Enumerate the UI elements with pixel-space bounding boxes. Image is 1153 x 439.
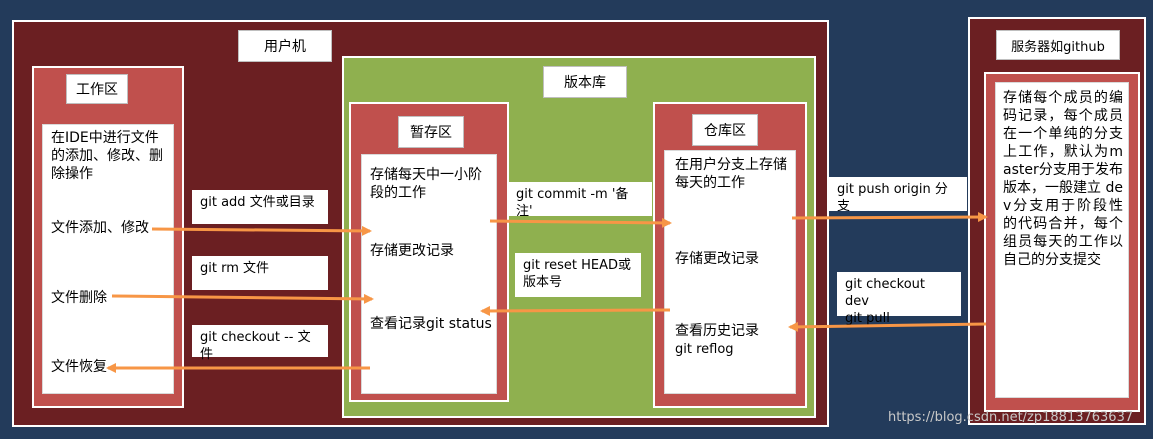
local-repo-reflog: git reflog — [675, 342, 734, 357]
repository-title: 版本库 — [543, 66, 627, 98]
server-desc: 存储每个成员的编码记录，每个成员在一个单纯的分支上工作，默认为master分支用… — [1003, 90, 1123, 268]
stage-area-log: 存储更改记录 — [370, 243, 454, 259]
git-rm-command: git rm 文件 — [192, 256, 328, 290]
server-body — [995, 82, 1129, 398]
local-repo-title: 仓库区 — [692, 114, 758, 146]
stage-area-title: 暂存区 — [398, 116, 464, 148]
local-repo-body — [664, 150, 796, 394]
watermark: https://blog.csdn.net/zp18813763637 — [888, 410, 1134, 425]
git-commit-command: git commit -m '备注' — [508, 182, 652, 219]
git-pull-line: git pull — [845, 311, 890, 326]
local-repo-log: 存储更改记录 — [675, 251, 759, 267]
local-repo-history: 查看历史记录 — [675, 323, 759, 339]
user-machine-title: 用户机 — [238, 30, 332, 62]
local-repo-desc: 在用户分支上存储每天的工作 — [675, 157, 787, 191]
git-checkout-dev-command: git checkout dev git pull — [837, 272, 961, 326]
work-area-title: 工作区 — [66, 74, 128, 104]
work-area-body — [42, 124, 174, 394]
git-push-command: git push origin 分支 — [829, 177, 967, 214]
stage-area-body — [361, 154, 497, 394]
work-area-desc: 在IDE中进行文件的添加、修改、删除操作 — [51, 130, 163, 182]
work-area-restore: 文件恢复 — [51, 359, 107, 375]
server-title: 服务器如github — [996, 30, 1120, 60]
git-reset-command: git reset HEAD或版本号 — [515, 253, 641, 297]
git-checkout-file-command: git checkout -- 文件 — [192, 325, 328, 362]
stage-area-view: 查看记录git status — [370, 316, 492, 332]
work-area-delete: 文件删除 — [51, 290, 107, 306]
work-area-add-modify: 文件添加、修改 — [51, 220, 149, 236]
git-add-command: git add 文件或目录 — [192, 190, 328, 224]
stage-area-desc: 存储每天中一小阶段的工作 — [370, 167, 482, 201]
git-checkout-dev-line: git checkout dev — [845, 277, 925, 309]
